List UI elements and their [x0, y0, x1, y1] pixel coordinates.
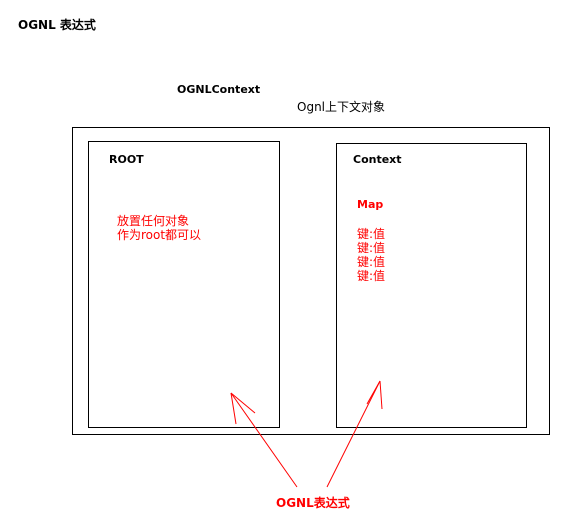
arrow-to-context-shaft [326, 380, 381, 488]
map-entry: 键:值 [357, 227, 386, 241]
root-title: ROOT [109, 153, 144, 166]
ognl-context-box [72, 127, 550, 435]
ognl-context-sublabel: Ognl上下文对象 [297, 100, 386, 114]
arrow-to-context [326, 380, 383, 488]
arrow-to-context-head-b [379, 380, 383, 410]
map-entry: 键:值 [357, 269, 386, 283]
page-title: OGNL 表达式 [18, 18, 96, 32]
arrow-to-root-shaft [230, 392, 298, 488]
map-entries: 键:值 键:值 键:值 键:值 [357, 227, 385, 283]
root-description-line: 放置任何对象 [117, 214, 190, 228]
map-entry: 键:值 [357, 241, 386, 255]
root-description-line: 作为root都可以 [117, 228, 202, 242]
ognl-expression-label: OGNL表达式 [276, 496, 350, 510]
arrow-to-root-head-b [230, 392, 237, 425]
context-box [336, 143, 527, 428]
ognl-context-label: OGNLContext [177, 83, 261, 96]
root-description: 放置任何对象 作为root都可以 [117, 214, 201, 242]
root-box [88, 141, 280, 428]
arrow-to-root [230, 392, 298, 488]
arrow-to-context-head-a [366, 380, 381, 405]
context-title: Context [353, 153, 402, 166]
arrow-to-root-head-a [230, 392, 256, 414]
map-entry: 键:值 [357, 255, 386, 269]
map-label: Map [357, 198, 384, 211]
